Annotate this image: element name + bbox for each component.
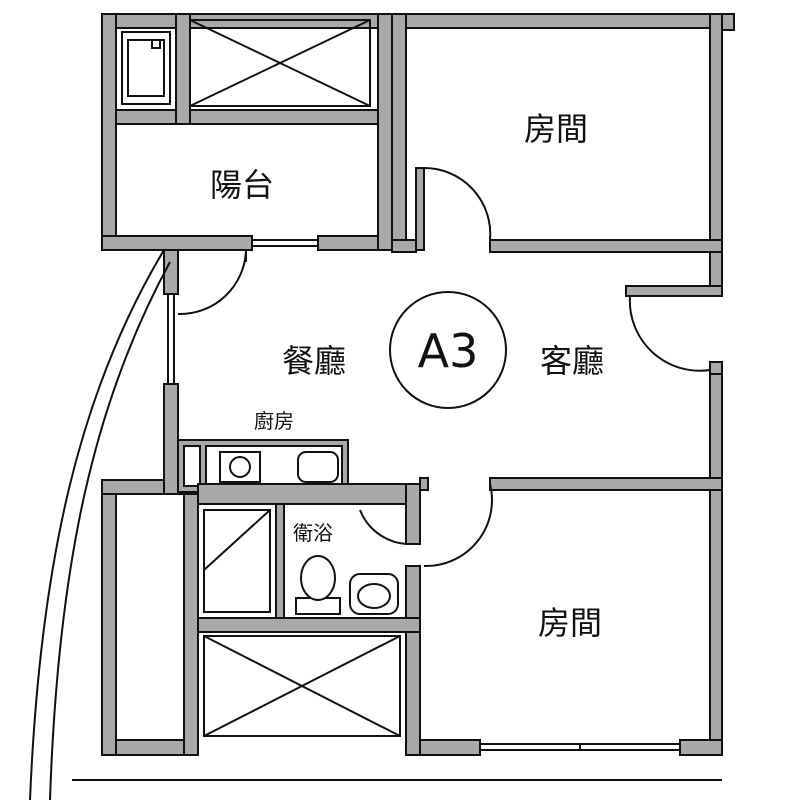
- room-label-kitchen: 廚房: [254, 409, 294, 433]
- bathroom-walls: [183, 483, 421, 756]
- sink-icon: [297, 451, 339, 483]
- door-swing-bedroom-top: [423, 166, 492, 241]
- door-swing-dining: [177, 249, 247, 316]
- room-label-bathroom: 衛浴: [293, 521, 333, 545]
- unit-label: A3: [418, 324, 479, 378]
- door-swing-entrance: [628, 295, 711, 372]
- room-label-bedroom-bottom: 房間: [538, 604, 602, 642]
- entrance-door: [625, 285, 723, 375]
- balcony-fixtures: [115, 13, 379, 247]
- bedroom-bottom-walls: [419, 477, 723, 751]
- unit-badge: [389, 291, 507, 409]
- room-label-dining: 餐廳: [282, 342, 346, 380]
- faucet-icon: [151, 39, 161, 49]
- toilet-icon: [300, 555, 336, 601]
- room-label-living: 客廳: [540, 342, 604, 380]
- bedroom-top-walls: [391, 13, 723, 253]
- room-label-bedroom-top: 房間: [524, 110, 588, 148]
- room-label-balcony: 陽台: [210, 166, 274, 204]
- door-swing-bedroom-bottom: [423, 483, 493, 568]
- outer-walls: [101, 13, 735, 756]
- door-swing-bath: [359, 509, 407, 545]
- curved-railing: [29, 249, 722, 800]
